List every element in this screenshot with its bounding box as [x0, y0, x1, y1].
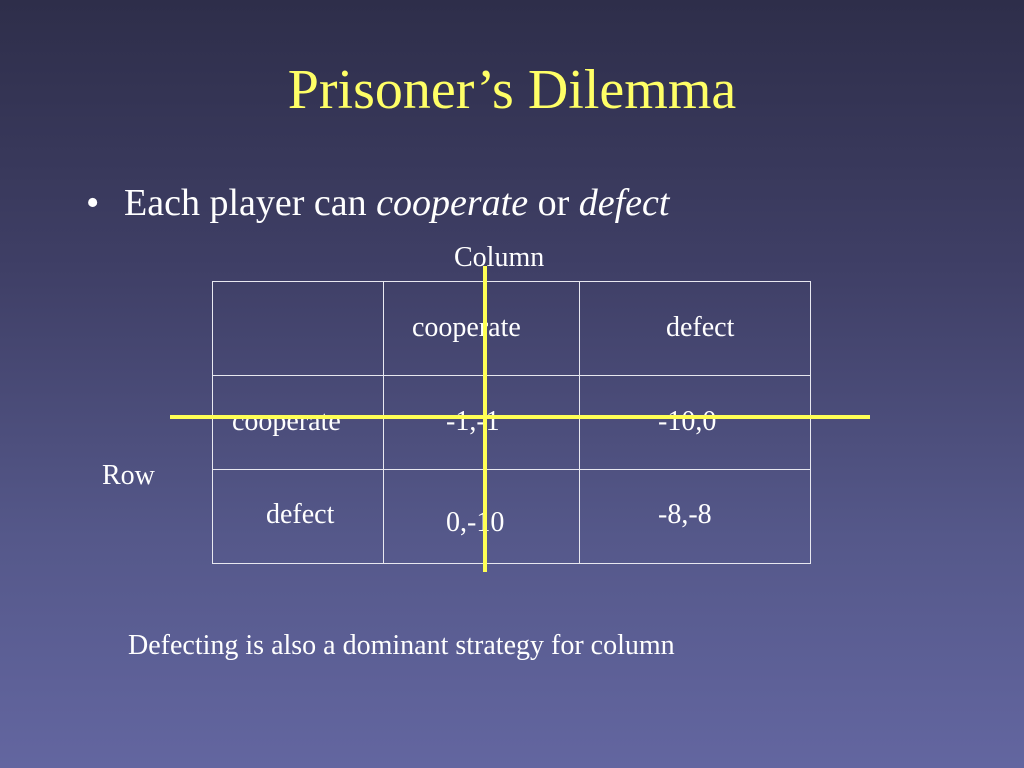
- caption-text: Defecting is also a dominant strategy fo…: [128, 630, 675, 661]
- matrix-row-divider-1: [212, 375, 811, 376]
- column-player-label: Column: [454, 242, 545, 273]
- payoff-cooperate-defect: -10,0: [658, 406, 717, 437]
- slide-title: Prisoner’s Dilemma: [287, 59, 737, 121]
- matrix-divider-2: [579, 281, 580, 564]
- matrix-row-divider-2: [212, 469, 811, 470]
- bullet-marker: •: [86, 182, 100, 224]
- bullet-option-cooperate: cooperate: [376, 182, 529, 224]
- column-header-defect: defect: [666, 312, 735, 343]
- highlight-row-cooperate-line: [170, 415, 870, 419]
- matrix-border-left: [212, 281, 213, 564]
- payoff-defect-cooperate: 0,-10: [446, 507, 505, 538]
- matrix-border-right: [810, 281, 811, 564]
- bullet-middle: or: [528, 182, 579, 224]
- bullet-option-defect: defect: [578, 182, 670, 224]
- matrix-border-top: [212, 281, 811, 282]
- matrix-divider-1: [383, 281, 384, 564]
- payoff-matrix: cooperate defect cooperate defect -1,-1 …: [212, 281, 811, 564]
- row-header-cooperate: cooperate: [232, 406, 341, 437]
- row-header-defect: defect: [266, 499, 335, 530]
- matrix-border-bottom: [212, 563, 811, 564]
- column-header-cooperate: cooperate: [412, 312, 521, 343]
- payoff-defect-defect: -8,-8: [658, 499, 712, 530]
- payoff-cooperate-cooperate: -1,-1: [446, 406, 500, 437]
- bullet-prefix: Each player can: [124, 182, 377, 224]
- highlight-column-cooperate-line: [483, 266, 487, 572]
- row-player-label: Row: [102, 460, 155, 491]
- bullet-point: • Each player can cooperate or defect: [86, 184, 669, 222]
